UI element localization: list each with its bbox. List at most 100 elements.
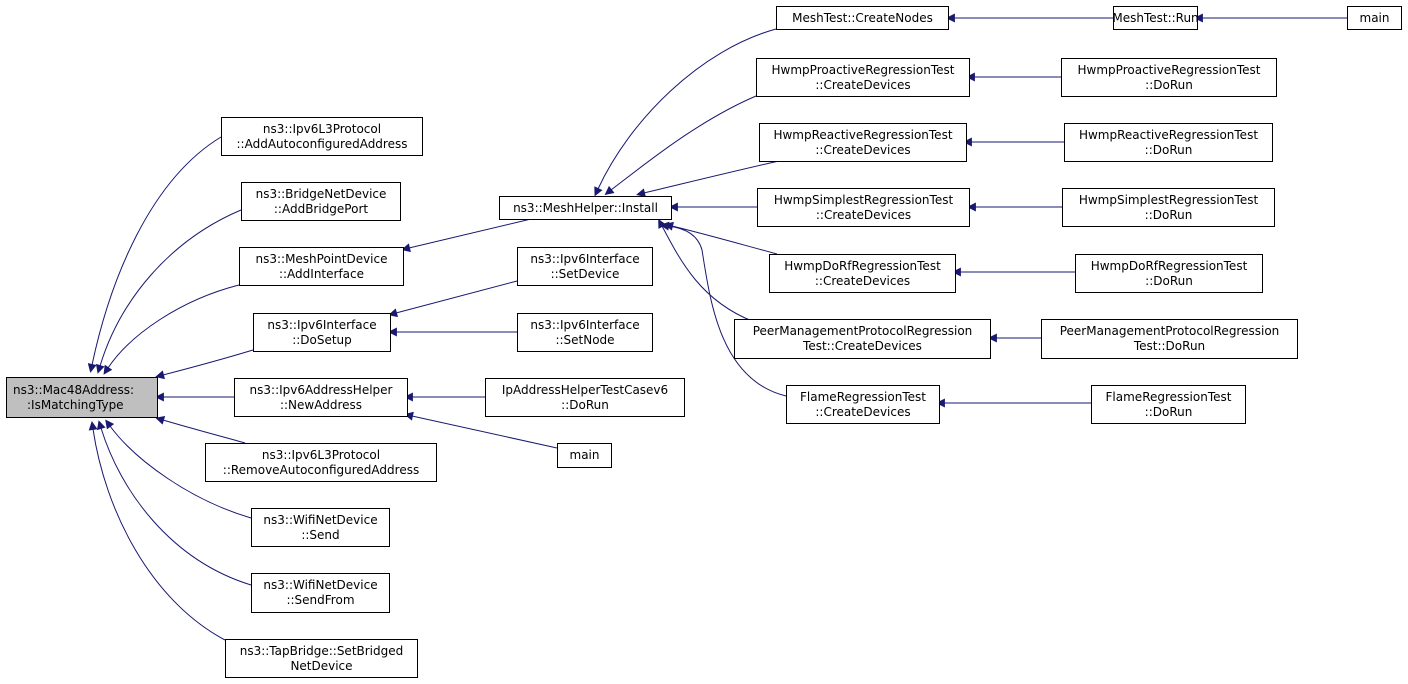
node-peermanagementprotocolregressiontest-createdevices[interactable]: PeerManagementProtocolRegression Test::C…	[734, 319, 991, 359]
node-label-line1: HwmpReactiveRegressionTest	[773, 127, 953, 142]
node-label-line1: ns3::Ipv6AddressHelper	[249, 382, 393, 397]
node-peermanagementprotocolregressiontest-dorun[interactable]: PeerManagementProtocolRegression Test::D…	[1041, 319, 1298, 359]
node-meshtest-createnodes[interactable]: MeshTest::CreateNodes	[776, 6, 949, 30]
node-label-line1: main	[1359, 10, 1390, 25]
edge-hpro-meshinstall	[604, 95, 757, 195]
node-label-line2: ::DoRun	[1144, 142, 1193, 157]
node-label-line2: ::CreateDevices	[815, 404, 911, 419]
edge-createnodes-meshinstall	[594, 28, 777, 197]
node-label-line1: ns3::WifiNetDevice	[263, 578, 378, 592]
node-hwmpreactiveregressiontest-dorun[interactable]: HwmpReactiveRegressionTest ::DoRun	[1064, 123, 1273, 162]
node-label-line1: ns3::Mac48Address:	[13, 382, 134, 397]
node-wifinetdevice-sendfrom[interactable]: ns3::WifiNetDevice ::SendFrom	[251, 573, 390, 613]
node-label-line1: MeshTest::CreateNodes	[792, 10, 933, 25]
node-label-line2: ::CreateDevices	[815, 77, 911, 92]
edge-hdorf-meshinstall	[664, 221, 778, 255]
edge-meshinstall-meshpt	[401, 218, 532, 253]
node-ipv6interface-setdevice[interactable]: ns3::Ipv6Interface ::SetDevice	[517, 247, 653, 286]
node-label-line1: HwmpDoRfRegressionTest	[784, 258, 941, 273]
node-label-line2: ::CreateDevices	[814, 273, 911, 288]
node-label-line2: ::CreateDevices	[815, 207, 912, 222]
node-hwmpsimplestregressiontest-createdevices[interactable]: HwmpSimplestRegressionTest ::CreateDevic…	[757, 188, 970, 227]
node-flameregressiontest-createdevices[interactable]: FlameRegressionTest ::CreateDevices	[786, 385, 940, 424]
node-label-line1: HwmpSimplestRegressionTest	[773, 192, 954, 207]
node-label-line1: IpAddressHelperTestCasev6	[501, 382, 669, 397]
node-flameregressiontest-dorun[interactable]: FlameRegressionTest ::DoRun	[1091, 385, 1246, 424]
node-label-line1: main	[569, 448, 600, 462]
node-hwmpdorfregressiontest-dorun[interactable]: HwmpDoRfRegressionTest ::DoRun	[1075, 254, 1263, 293]
node-label-line2: ::DoRun	[561, 397, 609, 412]
node-label-line2: ::DoRun	[1145, 77, 1193, 92]
node-label-line2: ::AddInterface	[278, 266, 365, 281]
node-hwmpproactiveregressiontest-dorun[interactable]: HwmpProactiveRegressionTest ::DoRun	[1061, 58, 1277, 97]
node-label-line2: Test::DoRun	[1133, 339, 1206, 353]
node-label-line1: ns3::Ipv6Interface	[530, 251, 640, 266]
node-label-line2: ::SendFrom	[286, 593, 355, 607]
node-label-line2: ::SetNode	[555, 332, 615, 347]
node-label-line2: ::AddAutoconfiguredAddress	[236, 136, 408, 151]
edge-peer-meshinstall	[658, 218, 753, 322]
node-label-line1: ns3::MeshHelper::Install	[513, 200, 658, 215]
edge-meshpt-root	[103, 284, 240, 375]
node-meshhelper-install[interactable]: ns3::MeshHelper::Install	[499, 196, 672, 220]
node-hwmpdorfregressiontest-createdevices[interactable]: HwmpDoRfRegressionTest ::CreateDevices	[769, 254, 956, 293]
node-ipv6interface-setnode[interactable]: ns3::Ipv6Interface ::SetNode	[517, 313, 653, 352]
node-label-line1: MeshTest::Run	[1112, 10, 1199, 25]
node-ipv6interface-dosetup[interactable]: ns3::Ipv6Interface ::DoSetup	[253, 313, 391, 352]
node-meshtest-run[interactable]: MeshTest::Run	[1112, 6, 1199, 30]
node-label-line2: :IsMatchingType	[27, 397, 124, 412]
node-meshpointdevice-addinterface[interactable]: ns3::MeshPointDevice ::AddInterface	[239, 247, 404, 286]
node-label-line1: ns3::Ipv6L3Protocol	[262, 121, 382, 136]
node-ipv6l3protocol-removeautoconfiguredaddress[interactable]: ns3::Ipv6L3Protocol ::RemoveAutoconfigur…	[205, 443, 437, 482]
node-label-line2: NetDevice	[290, 658, 353, 673]
node-label-line1: HwmpProactiveRegressionTest	[1077, 62, 1261, 77]
node-hwmpsimplestregressiontest-dorun[interactable]: HwmpSimplestRegressionTest ::DoRun	[1062, 188, 1275, 227]
edge-tapbridge-root	[88, 420, 226, 641]
node-label-line2: ::DoRun	[1145, 273, 1193, 288]
edge-flame-meshinstall	[659, 221, 787, 397]
node-main-2[interactable]: main	[1347, 6, 1402, 30]
node-ipaddresshelpertestcasev6-dorun[interactable]: IpAddressHelperTestCasev6 ::DoRun	[485, 378, 685, 417]
node-label-line1: ns3::Ipv6Interface	[267, 317, 377, 332]
node-ipv6addresshelper-newaddress[interactable]: ns3::Ipv6AddressHelper ::NewAddress	[234, 378, 408, 417]
edge-ipv6l3add-root	[87, 136, 222, 373]
node-ipv6l3protocol-addautoconfiguredaddress[interactable]: ns3::Ipv6L3Protocol ::AddAutoconfiguredA…	[221, 117, 423, 156]
node-label-line2: ::RemoveAutoconfiguredAddress	[222, 462, 420, 477]
node-label-line1: PeerManagementProtocolRegression	[752, 324, 973, 338]
node-label-line1: ns3::Ipv6L3Protocol	[261, 447, 381, 462]
node-label-line1: PeerManagementProtocolRegression	[1059, 324, 1280, 338]
node-label-line1: HwmpProactiveRegressionTest	[771, 62, 955, 77]
node-label-line1: HwmpReactiveRegressionTest	[1078, 127, 1259, 142]
node-bridgenetdevice-addbridgeport[interactable]: ns3::BridgeNetDevice ::AddBridgePort	[241, 182, 401, 221]
edge-send-root	[105, 419, 252, 519]
node-label-line2: Test::CreateDevices	[803, 339, 922, 353]
node-label-line2: ::DoRun	[1144, 207, 1193, 222]
node-label-line2: ::Send	[301, 527, 340, 542]
node-label-line2: ::CreateDevices	[815, 142, 911, 157]
node-wifinetdevice-send[interactable]: ns3::WifiNetDevice ::Send	[251, 508, 390, 547]
node-label-line2: ::SetDevice	[550, 266, 620, 281]
node-label-line1: ns3::BridgeNetDevice	[255, 186, 387, 201]
edge-main1-newaddr	[404, 411, 558, 449]
node-label-line1: ns3::Ipv6Interface	[530, 317, 640, 332]
node-label-line2: ::DoRun	[1144, 404, 1193, 419]
node-mac48address-ismatchingtype: ns3::Mac48Address: :IsMatchingType	[6, 377, 158, 418]
edge-setdevice-dosetup	[388, 280, 518, 318]
edge-sendfrom-root	[96, 420, 252, 586]
node-label-line1: ns3::MeshPointDevice	[255, 251, 388, 266]
node-main-1[interactable]: main	[557, 443, 612, 468]
node-label-line1: HwmpSimplestRegressionTest	[1078, 192, 1259, 207]
edge-dosetup-root	[155, 349, 254, 380]
node-hwmpreactiveregressiontest-createdevices[interactable]: HwmpReactiveRegressionTest ::CreateDevic…	[759, 123, 967, 162]
edge-remove-root	[155, 415, 246, 444]
node-tapbridge-setbridgednetdevice[interactable]: ns3::TapBridge::SetBridged NetDevice	[225, 639, 418, 678]
node-label-line1: ns3::TapBridge::SetBridged	[239, 643, 404, 658]
edge-bridge-root	[95, 209, 242, 374]
node-label-line2: ::DoSetup	[292, 332, 352, 347]
node-hwmpproactiveregressiontest-createdevices[interactable]: HwmpProactiveRegressionTest ::CreateDevi…	[756, 58, 970, 97]
node-label-line1: FlameRegressionTest	[800, 389, 926, 404]
node-label-line2: ::NewAddress	[279, 397, 363, 412]
node-label-line1: ns3::WifiNetDevice	[263, 512, 378, 527]
node-label-line2: ::AddBridgePort	[273, 201, 369, 216]
